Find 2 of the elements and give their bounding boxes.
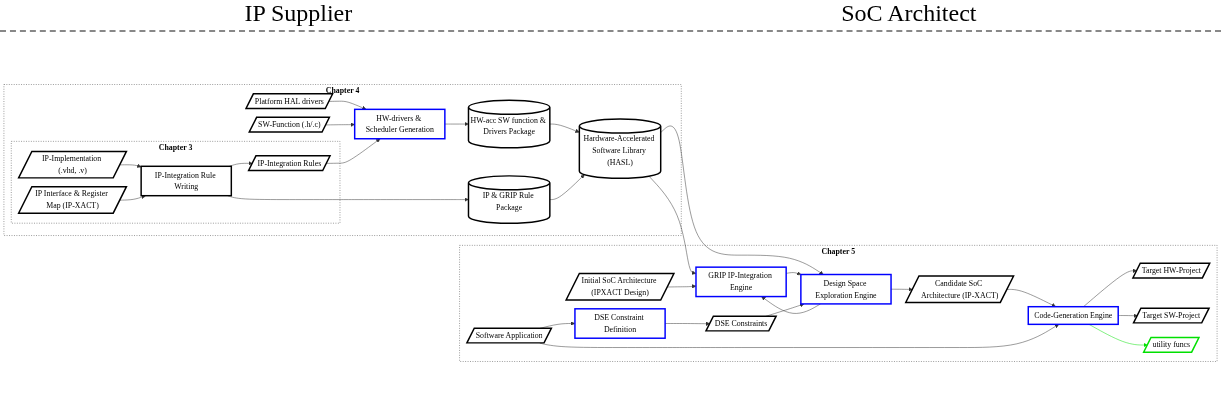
section-heading: SoC Architect <box>841 0 977 28</box>
section-heading: IP Supplier <box>244 0 353 28</box>
